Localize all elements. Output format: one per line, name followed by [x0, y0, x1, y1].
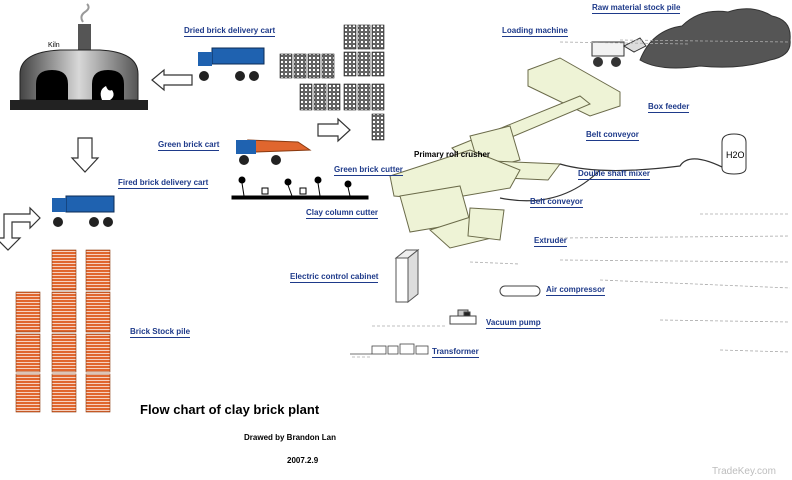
air-compressor-icon — [499, 285, 541, 297]
green-brick-cart-icon — [236, 139, 312, 165]
arrow-dried-bricks — [317, 117, 351, 143]
loading-machine-label: Loading machine — [502, 26, 568, 37]
control-cabinet-label: Electric control cabinet — [290, 272, 379, 283]
date-label: 2007.2.9 — [287, 456, 319, 465]
box-feeder-label: Box feeder — [648, 102, 690, 113]
water-tank-icon — [721, 133, 747, 175]
raw-material-pile-icon — [639, 8, 791, 69]
fired-cart-label: Fired brick delivery cart — [118, 178, 209, 189]
column-cutter-label: Clay column cutter — [306, 208, 379, 219]
air-compressor-label: Air compressor — [546, 285, 606, 296]
raw-pile-label: Raw material stock pile — [592, 3, 681, 14]
control-cabinet-icon — [394, 248, 420, 304]
production-line — [389, 57, 621, 249]
brick-stock-label: Brick Stock pile — [130, 327, 191, 338]
belt-conveyor-upper-icon — [451, 95, 591, 159]
green-cart-label: Green brick cart — [158, 140, 220, 151]
vacuum-pump-label: Vacuum pump — [486, 318, 541, 329]
double-mixer-label: Double shaft mixer — [578, 169, 651, 180]
primary-crusher-label: Primary roll crusher — [414, 150, 491, 159]
h2o-label: H2O — [726, 150, 745, 160]
guide-lines — [352, 39, 791, 358]
dried-brick-stacks — [279, 24, 385, 141]
arrow-to-kiln — [151, 68, 193, 92]
flow-arrows — [0, 68, 351, 251]
arrow-kiln-down — [70, 137, 100, 173]
watermark: TradeKey.com — [712, 466, 776, 477]
author-credit: Drawed by Brandon Lan — [244, 433, 337, 442]
transformer-icon — [350, 343, 429, 355]
fired-brick-cart-icon — [52, 195, 115, 227]
extruder-label: Extruder — [534, 236, 567, 247]
kiln-label: Kiln — [48, 42, 60, 49]
diagram-title: Flow chart of clay brick plant — [140, 402, 320, 417]
water-hose-icon — [499, 158, 729, 202]
loading-machine-icon — [591, 37, 647, 67]
green-cutter-label: Green brick cutter — [334, 165, 403, 176]
vacuum-pump-icon — [449, 309, 477, 325]
brick-stock-pile-icon — [15, 249, 111, 413]
dried-brick-cart-icon — [198, 47, 265, 81]
arrow-to-stock — [0, 206, 41, 251]
belt-conveyor-2-label: Belt conveyor — [530, 197, 583, 208]
double-shaft-mixer-icon — [389, 149, 521, 201]
dried-cart-label: Dried brick delivery cart — [184, 26, 276, 37]
workers-icon — [231, 176, 369, 200]
belt-conveyor-1-label: Belt conveyor — [586, 130, 639, 141]
transformer-label: Transformer — [432, 347, 479, 358]
kiln-icon — [10, 3, 148, 110]
box-feeder-icon — [527, 57, 621, 117]
